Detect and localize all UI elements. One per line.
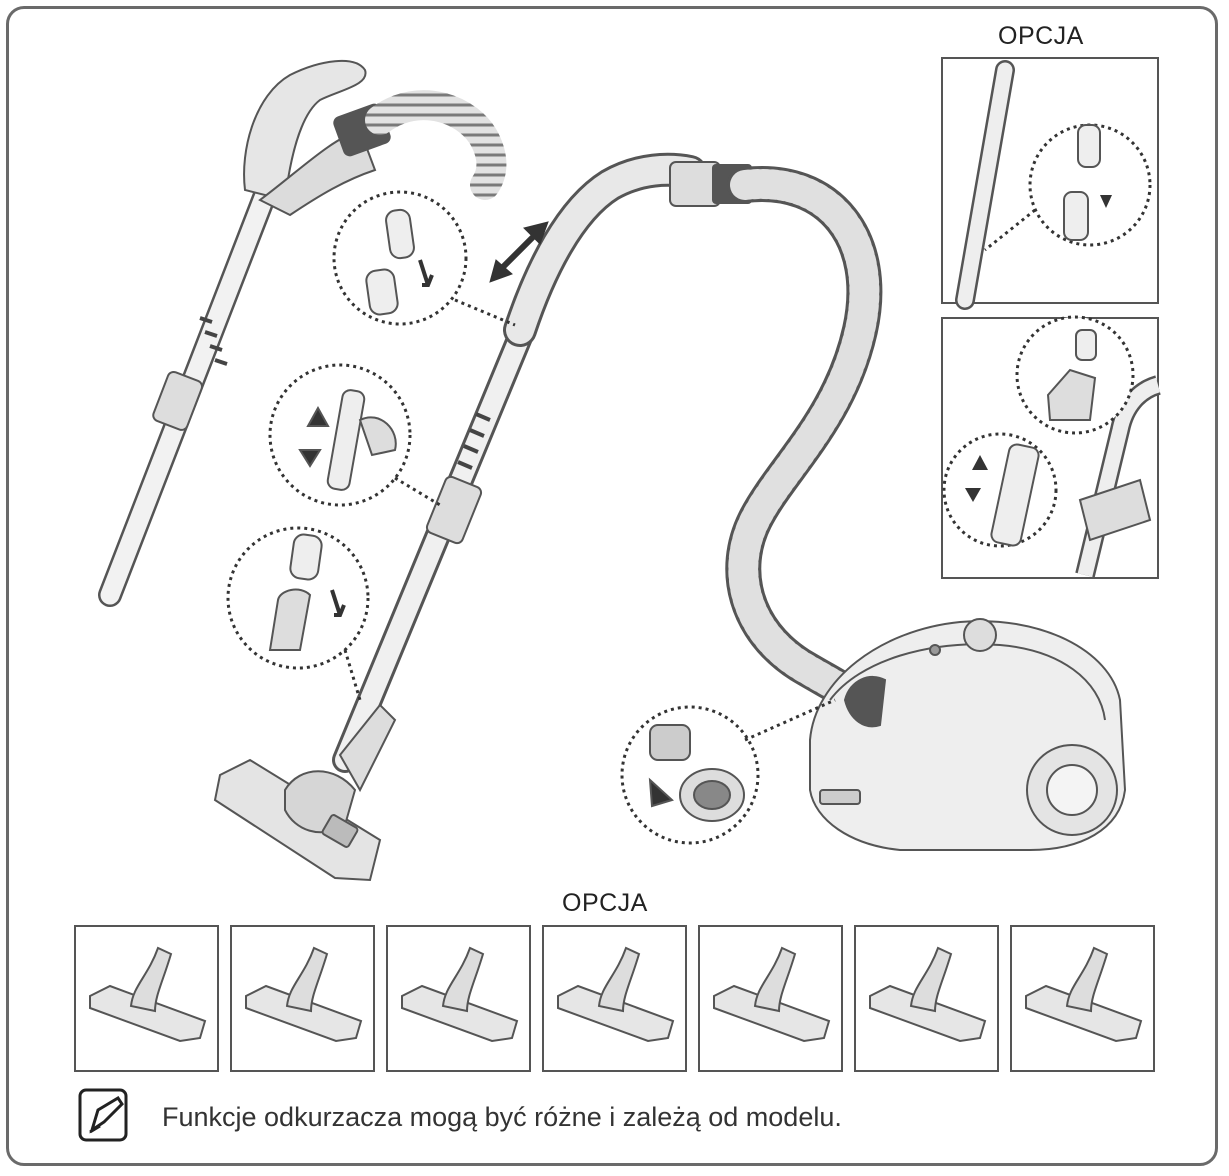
model-note-text: Funkcje odkurzacza mogą być różne i zale… [162,1102,842,1132]
option-panel-bottom [941,315,1162,579]
note-pencil-icon [78,1088,128,1142]
brush-1 [74,925,219,1072]
brush-7 [1010,925,1155,1072]
callout-hose-inlet [648,724,745,822]
callout-pipe-connect [365,208,434,316]
main-pipe [332,152,752,773]
brush-2 [230,925,375,1072]
left-handle-assembly [98,59,507,607]
brush-6 [854,925,999,1072]
callout-nozzle-connect [268,533,346,651]
callout-telescopic-adjust [298,389,397,491]
brush-options [74,925,1155,1072]
option-label-brushes: OPCJA [562,889,648,917]
slide-arrow-icon [489,221,549,283]
brush-3 [386,925,531,1072]
option-panel-top [941,57,1159,310]
brush-4 [542,925,687,1072]
brush-5 [698,925,843,1072]
option-label-top: OPCJA [998,22,1084,50]
floor-nozzle [213,703,397,882]
vacuum-body [809,618,1127,851]
